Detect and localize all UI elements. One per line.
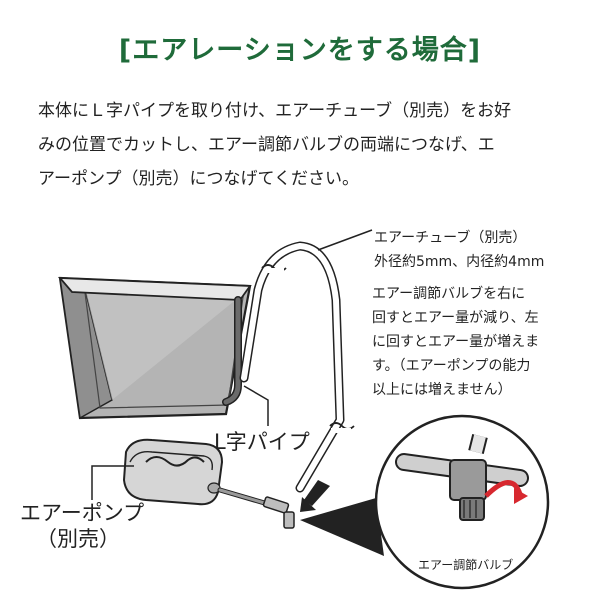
valve-note: エアー調節バルブを右に 回すとエアー量が減り、左 に回すとエアー量が増えま す。… [372,282,539,402]
valve-note-line: に回すとエアー量が増えま [372,334,540,350]
connect-arrow-icon [304,480,330,506]
l-pipe-label: L字パイプ [214,430,310,454]
pump-leader-line [91,465,134,500]
pipe-leader-line [243,385,269,426]
air-tube-illustration [239,241,355,493]
tube-size: 外径約5mm、内径約4mm [374,254,545,270]
air-pump-label-line1: エアーポンプ [20,501,145,525]
intro-line: 本体にＬ字パイプを取り付け、エアーチューブ（別売）をお好 [38,101,512,121]
tube-leader-line [317,229,373,251]
air-pump-label-line2: （別売） [36,527,120,551]
turn-right-arrow-icon [514,488,528,504]
page-title: [エアレーションをする場合] [118,35,482,66]
valve-zoom-illustration [374,414,550,590]
air-pump-illustration [122,438,271,507]
small-valve-illustration [262,496,295,529]
valve-label: エアー調節バルブ [418,558,514,572]
air-pump-label: エアーポンプ （別売） [20,500,144,552]
valve-note-line: す。（エアーポンプの能力 [372,358,531,374]
intro-text: 本体にＬ字パイプを取り付け、エアーチューブ（別売）をお好 みの位置でカットし、エ… [38,94,578,196]
tank-illustration [57,276,252,420]
intro-line: アーポンプ（別売）につなげてください。 [38,169,359,189]
tube-name: エアーチューブ（別売） [374,230,527,246]
valve-note-line: エアー調節バルブを右に [372,286,526,302]
l-pipe-illustration [222,296,242,406]
intro-line: みの位置でカットし、エアー調節バルブの両端につなげ、エ [38,135,495,155]
tube-note: エアーチューブ（別売） 外径約5mm、内径約4mm [374,226,544,274]
valve-note-line: 以上には増えません） [372,382,512,398]
valve-note-line: 回すとエアー量が減り、左 [372,310,539,326]
